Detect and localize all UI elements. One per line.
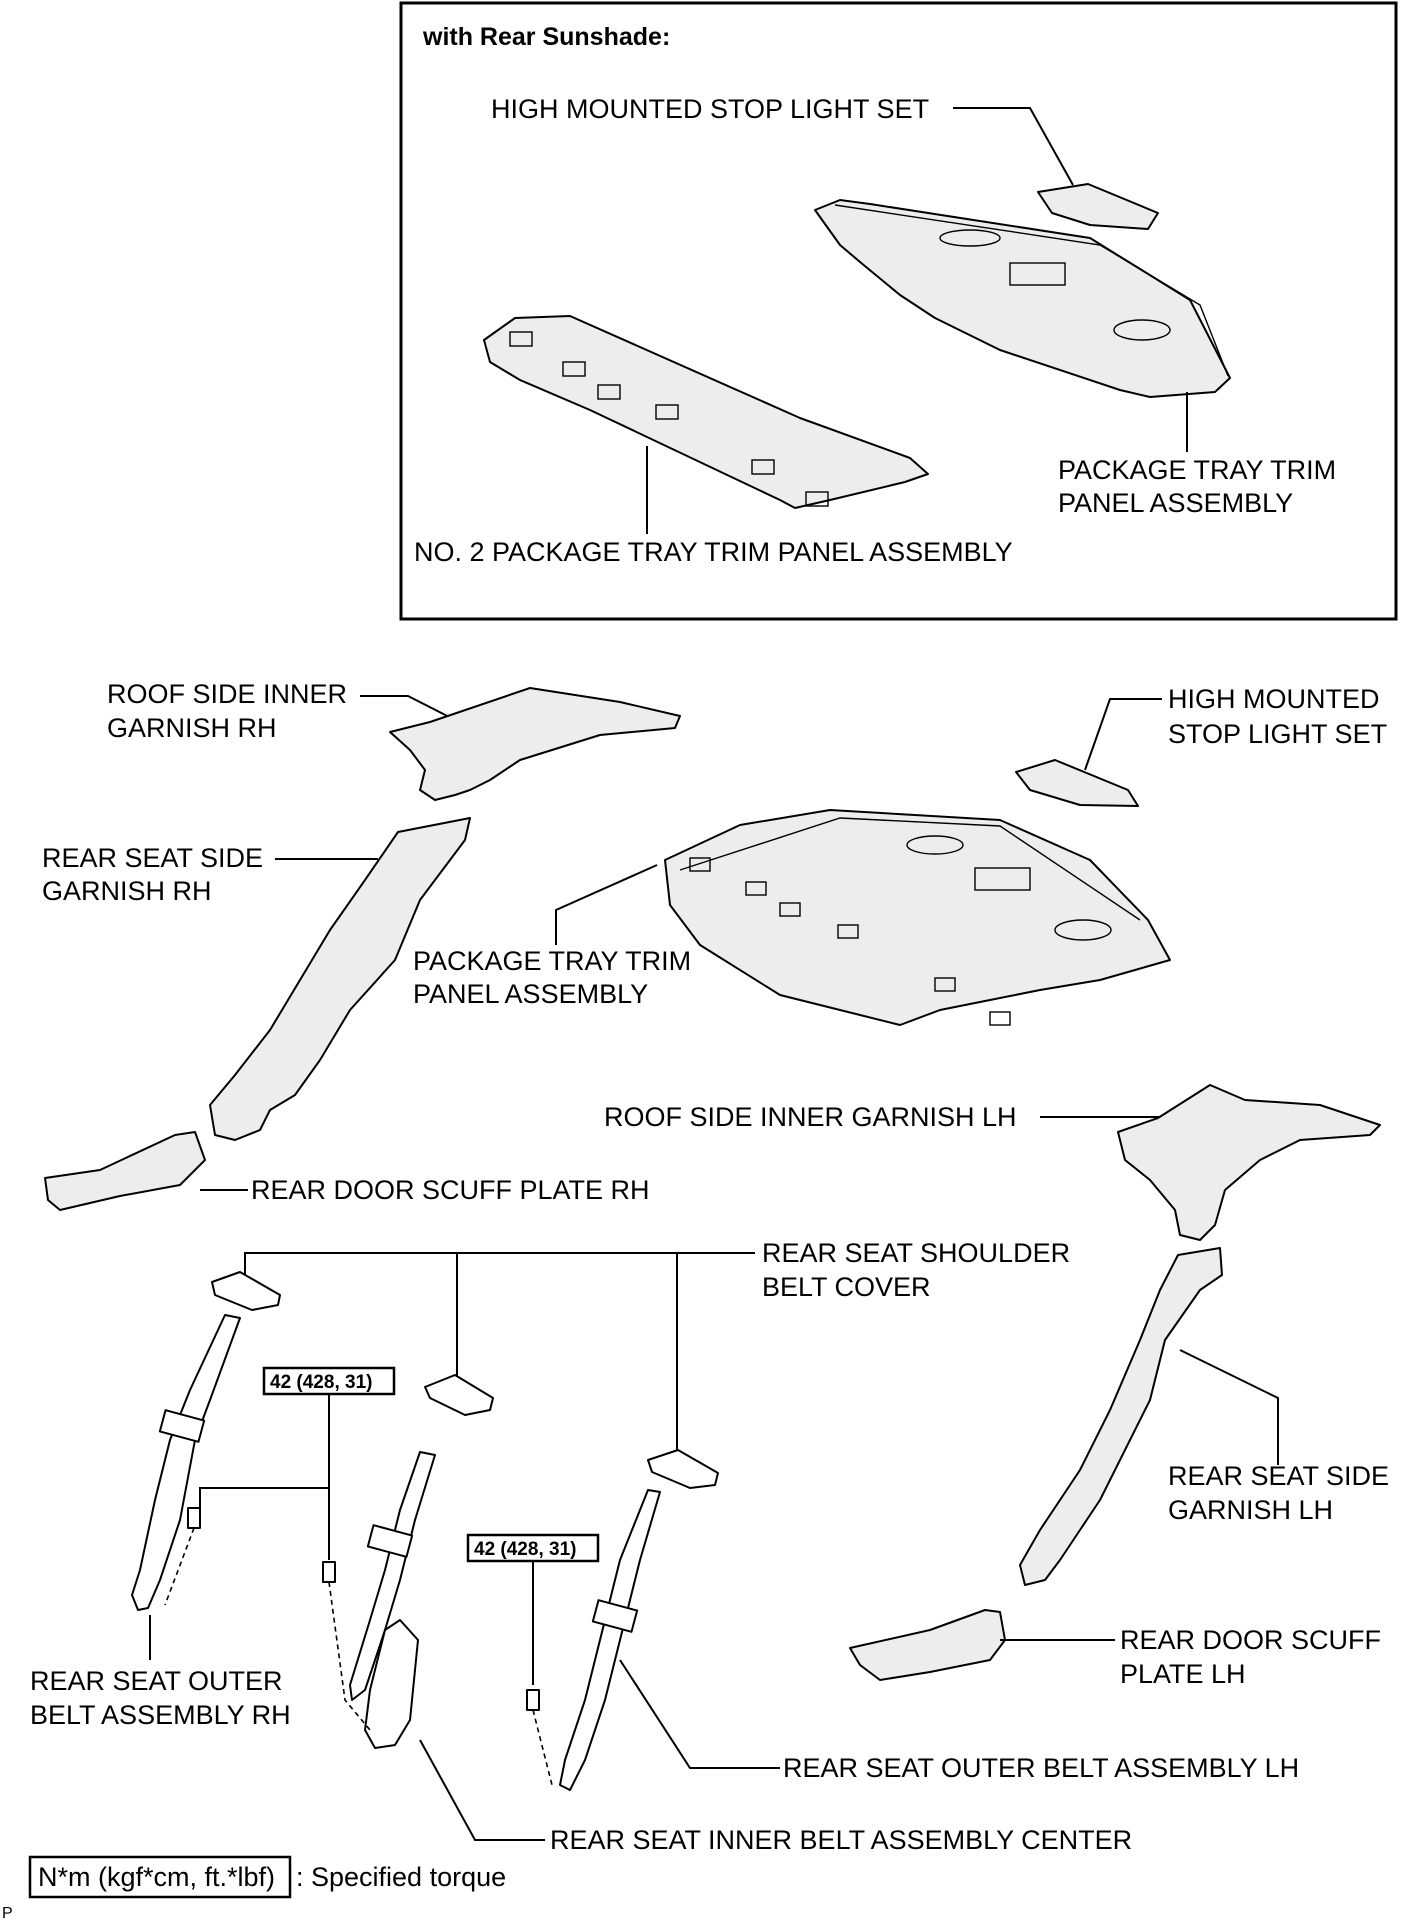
roof-rh-label-1: ROOF SIDE INNER [107,679,347,709]
inset-tray-label-2: PANEL ASSEMBLY [1058,488,1293,518]
legend-units: N*m (kgf*cm, ft.*lbf) [38,1862,275,1892]
inner-center-label: REAR SEAT INNER BELT ASSEMBLY CENTER [550,1825,1132,1855]
scuff-lh-label-1: REAR DOOR SCUFF [1120,1625,1381,1655]
inner-belt-buckle [364,1619,419,1749]
inset-no2-tray-label: NO. 2 PACKAGE TRAY TRIM PANEL ASSEMBLY [414,537,1013,567]
shoulder-cover-label-1: REAR SEAT SHOULDER [762,1238,1070,1268]
legend-torque-box [28,1855,292,1899]
inset-title: with Rear Sunshade: [422,23,670,51]
bolt-center [322,1561,336,1583]
outer-rh-label-1: REAR SEAT OUTER [30,1666,283,1696]
inner-belt-strap [349,1451,436,1701]
roof-lh-label: ROOF SIDE INNER GARNISH LH [604,1102,1017,1132]
bolt-rh [187,1507,201,1529]
torque-box-2 [466,1533,600,1563]
legend-description: : Specified torque [296,1862,506,1892]
roof-rh-leader [360,695,466,726]
package-tray-label-1: PACKAGE TRAY TRIM [413,946,691,976]
page-mark: P [2,1905,13,1920]
inset-package-tray-part [814,199,1231,398]
outer-belt-lh-part [559,1489,661,1791]
scuff-lh-label-2: PLATE LH [1120,1659,1246,1689]
side-lh-leader [1179,1349,1279,1465]
package-tray-label-2: PANEL ASSEMBLY [413,979,648,1009]
inset-tray-label-1: PACKAGE TRAY TRIM [1058,455,1336,485]
scuff-rh-part [44,1131,206,1211]
outer-rh-label-2: BELT ASSEMBLY RH [30,1700,291,1730]
shoulder-cover-rh [211,1271,281,1311]
shoulder-cover-leader-main [244,1252,755,1275]
side-rh-part [209,817,471,1141]
package-tray-part [664,809,1171,1026]
hmsl-label-2: STOP LIGHT SET [1168,719,1387,749]
shoulder-cover-center [424,1374,494,1416]
outer-lh-label: REAR SEAT OUTER BELT ASSEMBLY LH [783,1753,1299,1783]
hmsl-leader [1084,698,1162,771]
roof-rh-label-2: GARNISH RH [107,713,277,743]
side-lh-part [1019,1247,1223,1586]
outer-belt-rh-part [131,1314,241,1611]
shoulder-cover-label-2: BELT COVER [762,1272,931,1302]
torque-value-1: 42 (428, 31) [270,1372,372,1393]
package-tray-leader [555,864,658,945]
hmsl-part [1015,759,1139,807]
scuff-rh-label: REAR DOOR SCUFF PLATE RH [251,1175,650,1205]
inset-frame [399,1,1398,621]
inset-with-rear-sunshade: with Rear Sunshade: HIGH MOUNTED STOP LI… [399,1,1398,621]
inner-center-leader [419,1739,545,1841]
side-rh-label-1: REAR SEAT SIDE [42,843,263,873]
side-rh-label-2: GARNISH RH [42,876,212,906]
inset-hmsl-label: HIGH MOUNTED STOP LIGHT SET [491,94,929,124]
side-lh-label-1: REAR SEAT SIDE [1168,1461,1389,1491]
outer-lh-leader [619,1659,780,1769]
roof-lh-part [1117,1084,1381,1241]
scuff-lh-part [849,1609,1006,1681]
side-lh-label-2: GARNISH LH [1168,1495,1333,1525]
bolt-lh [526,1689,540,1711]
shoulder-cover-lh [647,1449,719,1489]
inset-hmsl-leader [953,107,1074,186]
inset-hmsl-part [1037,183,1159,230]
inset-no2-tray-part [483,315,929,509]
roof-rh-part [389,687,681,801]
torque-value-2: 42 (428, 31) [474,1539,576,1560]
hmsl-label-1: HIGH MOUNTED [1168,684,1380,714]
torque-leader-1a [199,1394,330,1510]
